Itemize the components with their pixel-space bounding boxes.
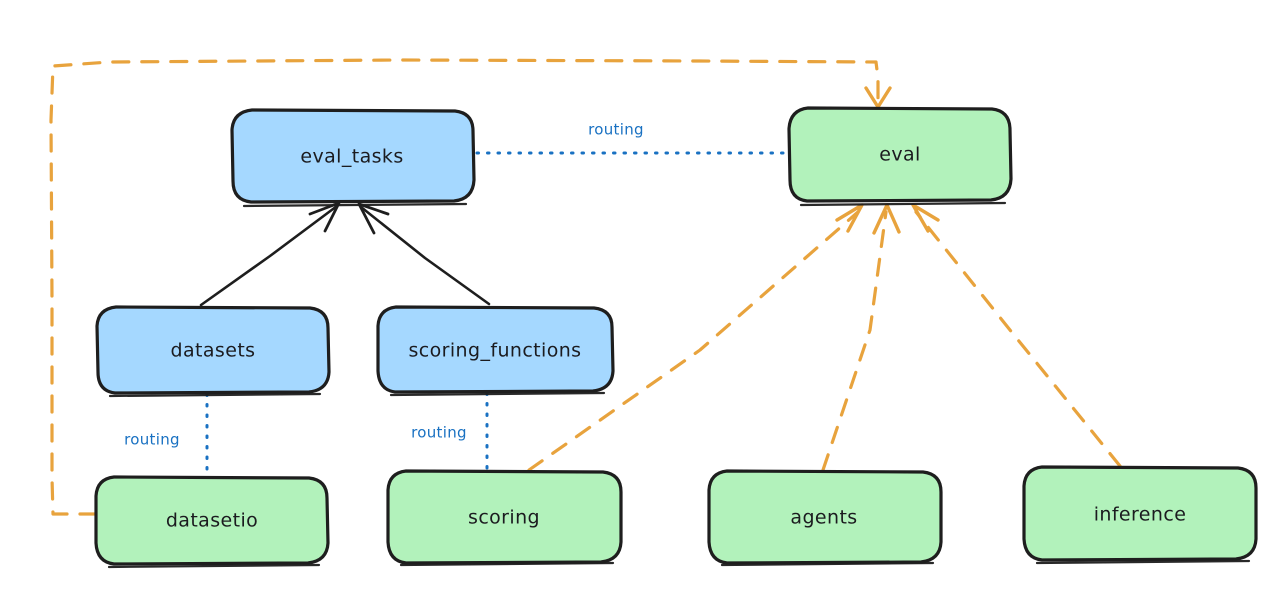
edge-inference-eval [911,203,1122,468]
node-label-scoring: scoring [468,507,540,529]
nodes-layer: eval_tasks eval datasets scoring_functio… [94,106,1258,569]
edges-layer [49,58,1122,516]
node-eval_tasks[interactable]: eval_tasks [230,108,476,208]
edge-label-routing-eval: routing [588,121,644,139]
node-agents[interactable]: agents [707,469,943,567]
edge-label-routing-scoring: routing [411,424,467,442]
arrowhead-icon [911,203,940,233]
node-label-eval_tasks: eval_tasks [300,146,403,168]
node-scoring_functions[interactable]: scoring_functions [376,305,615,397]
arrowhead-icon [872,203,901,235]
node-scoring[interactable]: scoring [386,469,623,567]
edge-datasets-eval_tasks [199,201,341,307]
node-datasetio[interactable]: datasetio [94,475,330,569]
node-label-agents: agents [790,507,857,529]
node-label-inference: inference [1094,504,1187,526]
node-label-datasetio: datasetio [166,510,258,532]
edge-scoringfn-eval_tasks [357,202,491,306]
node-label-scoring_functions: scoring_functions [409,340,582,362]
edge-labels-layer: routing routing routing [124,121,644,449]
edge-agents-eval [821,203,901,472]
node-datasets[interactable]: datasets [95,305,331,398]
node-eval[interactable]: eval [787,106,1013,207]
node-inference[interactable]: inference [1022,465,1258,565]
node-label-eval: eval [879,144,920,166]
edge-label-routing-datasets: routing [124,431,180,449]
node-label-datasets: datasets [171,340,256,362]
